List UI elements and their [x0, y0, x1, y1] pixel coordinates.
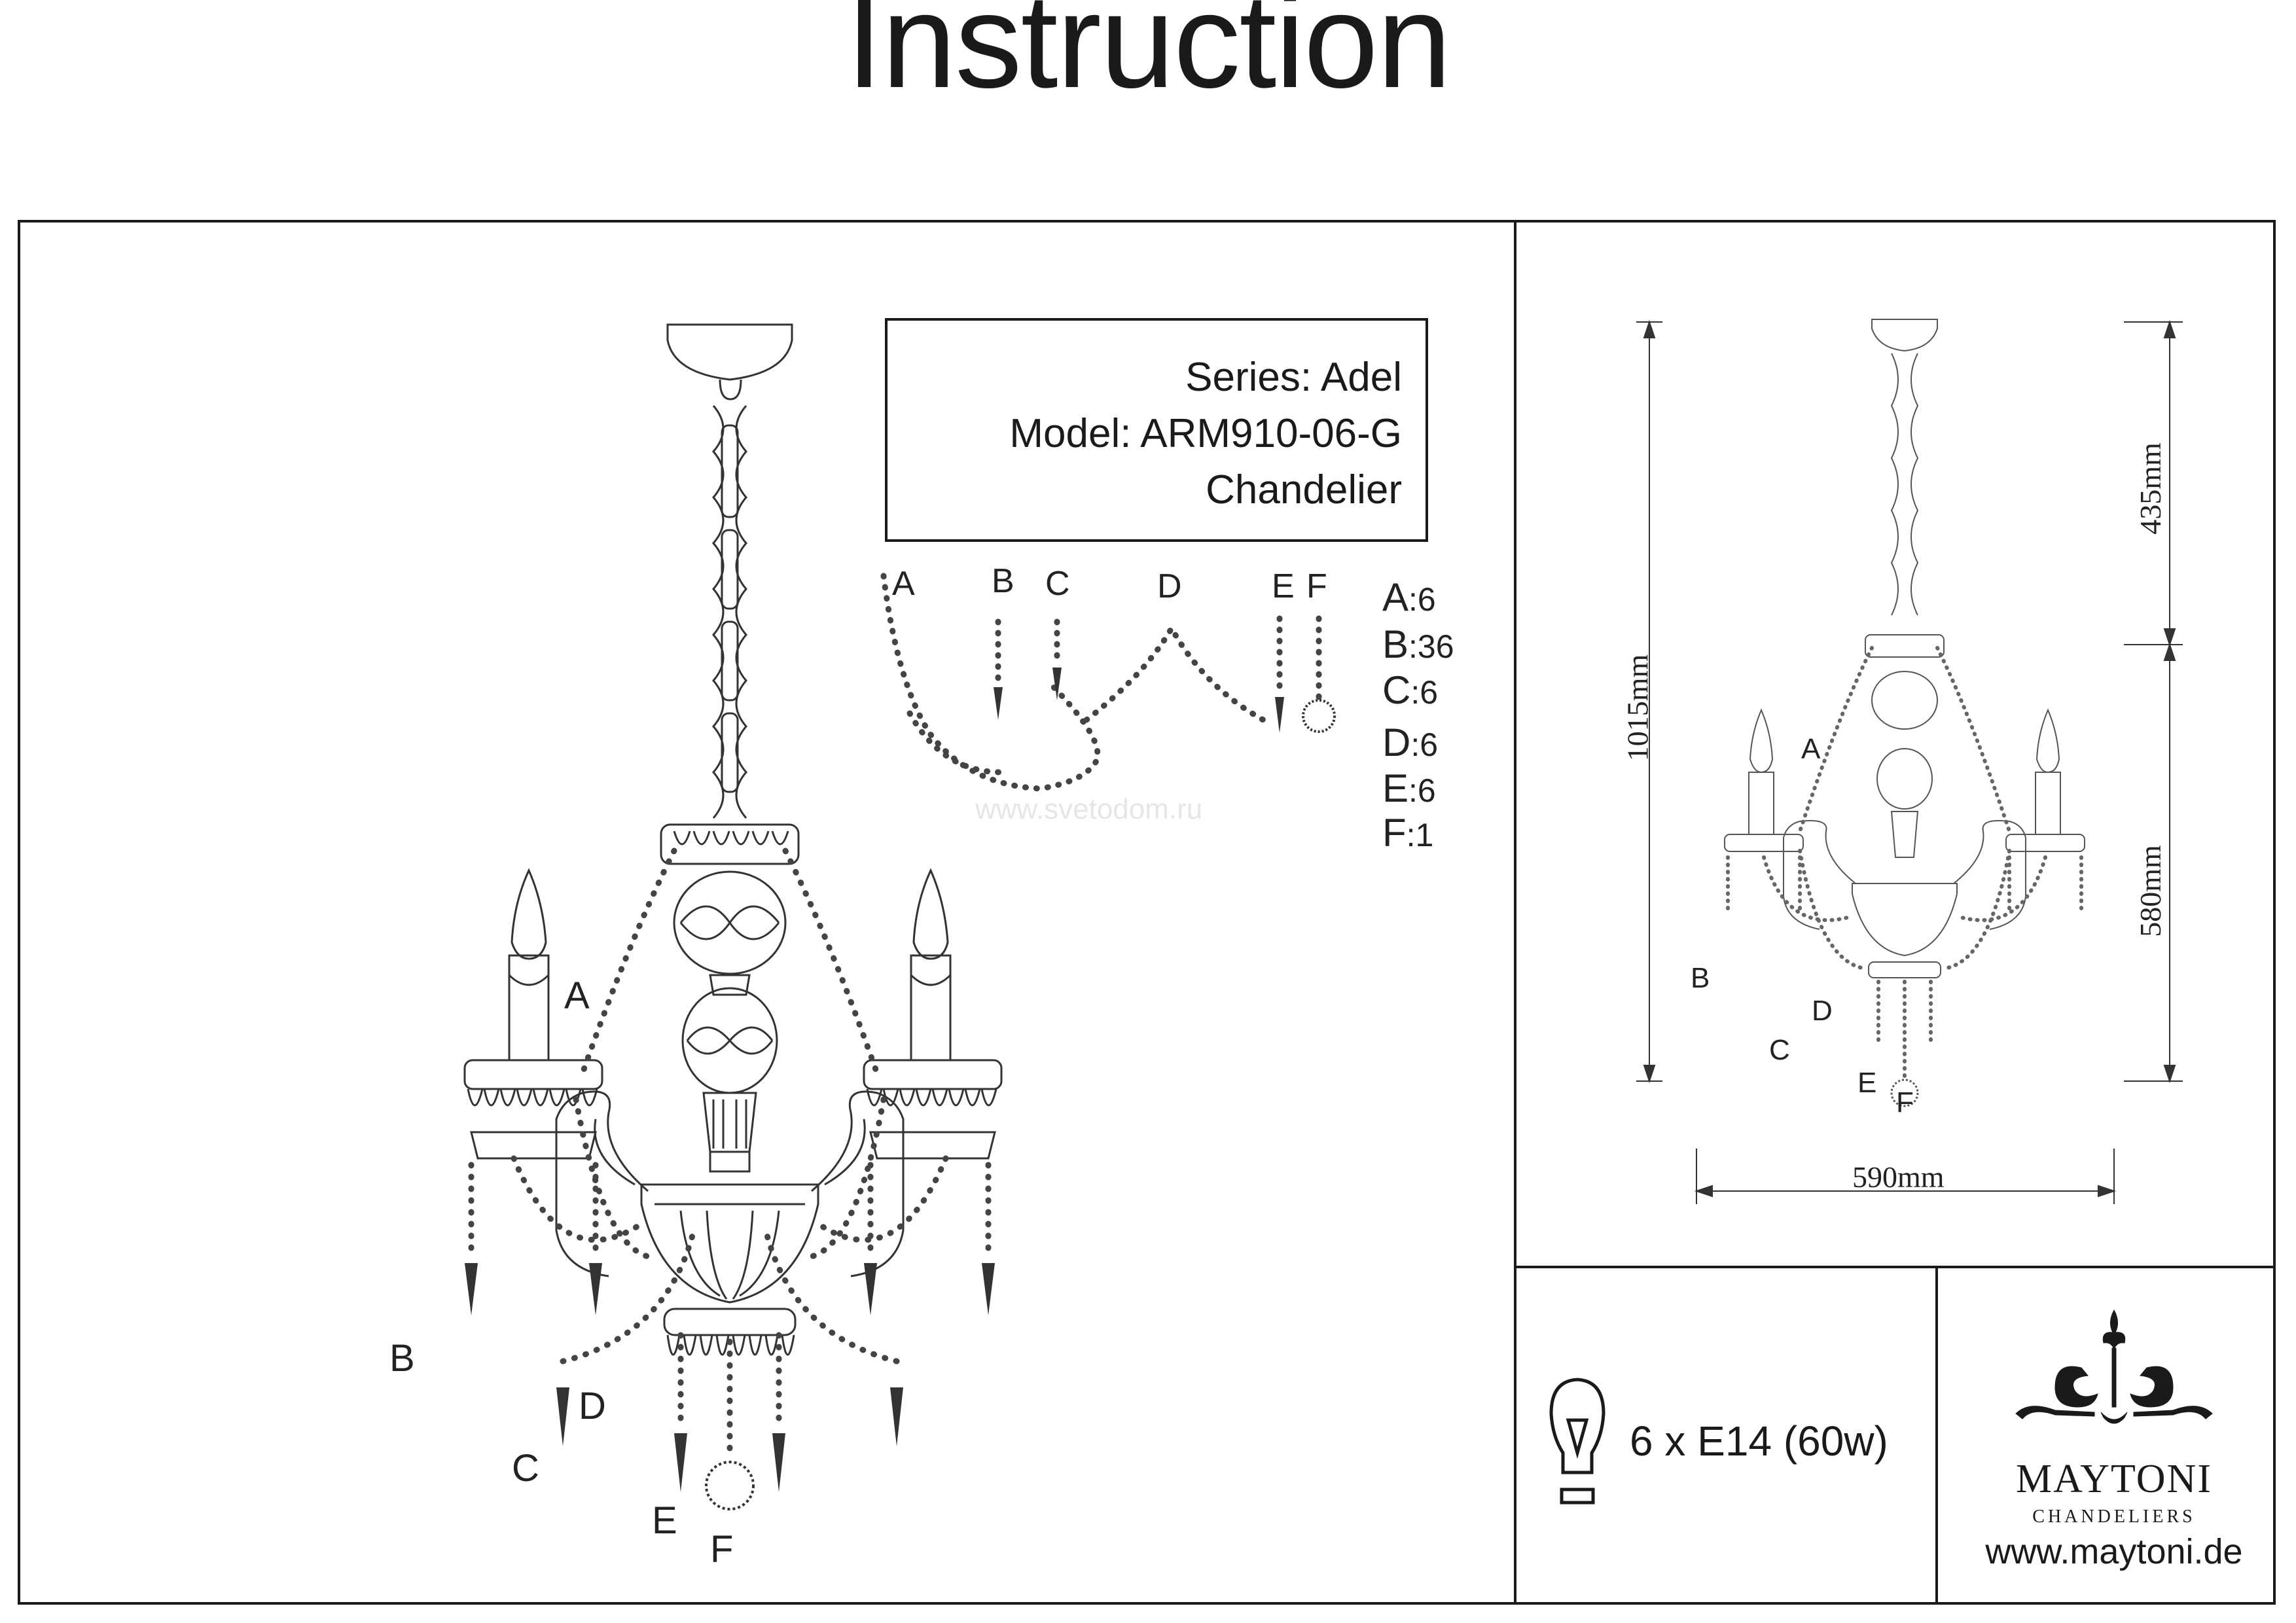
- dim-label-f: F: [1896, 1086, 1914, 1118]
- product-info-box: Series: Adel Model: ARM910-06-G Chandeli…: [885, 318, 1428, 542]
- model-label: Model: ARM910-06-G: [1009, 411, 1402, 456]
- dim-label-b: B: [1691, 962, 1710, 994]
- part-label-a: A: [564, 974, 590, 1017]
- part-label-e: E: [652, 1499, 677, 1542]
- footer-divider: [1935, 1266, 1938, 1602]
- dimension-body-height: 580mm: [2133, 845, 2167, 937]
- part-label-b: B: [389, 1337, 415, 1380]
- dim-label-a: A: [1801, 733, 1821, 765]
- count-f: F:1: [1382, 811, 1434, 855]
- legend-label-c: C: [1045, 565, 1070, 603]
- dimension-drawing: [1636, 319, 2183, 1204]
- legend-label-e: E: [1272, 567, 1295, 605]
- dimension-chain-length: 435mm: [2133, 442, 2167, 535]
- count-b: B:36: [1382, 622, 1454, 666]
- part-label-d: D: [579, 1385, 606, 1427]
- brand-website: www.maytoni.de: [1985, 1532, 2243, 1571]
- panel-divider-vertical: [1514, 223, 1516, 1602]
- maytoni-logo-ornament: [2015, 1309, 2213, 1424]
- page-title: Instruction: [846, 0, 1452, 116]
- part-label-c: C: [512, 1447, 539, 1489]
- series-label: Series: Adel: [1185, 355, 1402, 400]
- legend-label-f: F: [1306, 567, 1327, 605]
- brand-subtitle: CHANDELIERS: [2032, 1507, 2196, 1527]
- type-label: Chandelier: [1206, 467, 1402, 512]
- lamp-spec: 6 x E14 (60w): [1630, 1418, 1888, 1465]
- count-e: E:6: [1382, 766, 1436, 810]
- light-bulb-icon: [1549, 1378, 1605, 1505]
- dim-label-d: D: [1812, 995, 1833, 1027]
- panel-divider-horizontal: [1514, 1266, 2276, 1268]
- count-d: D:6: [1382, 721, 1439, 764]
- legend-label-a: A: [892, 565, 915, 603]
- chandelier-assembly-drawing: [463, 323, 1003, 1510]
- legend-label-d: D: [1157, 567, 1182, 605]
- dimension-total-height: 1015mm: [1621, 654, 1655, 762]
- part-label-f: F: [710, 1528, 734, 1571]
- instruction-frame: [18, 220, 2276, 1605]
- parts-legend-drawing: [880, 573, 1336, 792]
- count-c: C:6: [1382, 668, 1439, 712]
- dimension-width: 590mm: [1852, 1160, 1945, 1194]
- count-a: A:6: [1382, 575, 1436, 619]
- legend-label-b: B: [992, 562, 1014, 600]
- watermark: www.svetodom.ru: [975, 793, 1203, 825]
- dim-label-c: C: [1769, 1034, 1790, 1066]
- dim-label-e: E: [1857, 1067, 1877, 1099]
- brand-name: MAYTONI: [2016, 1457, 2212, 1501]
